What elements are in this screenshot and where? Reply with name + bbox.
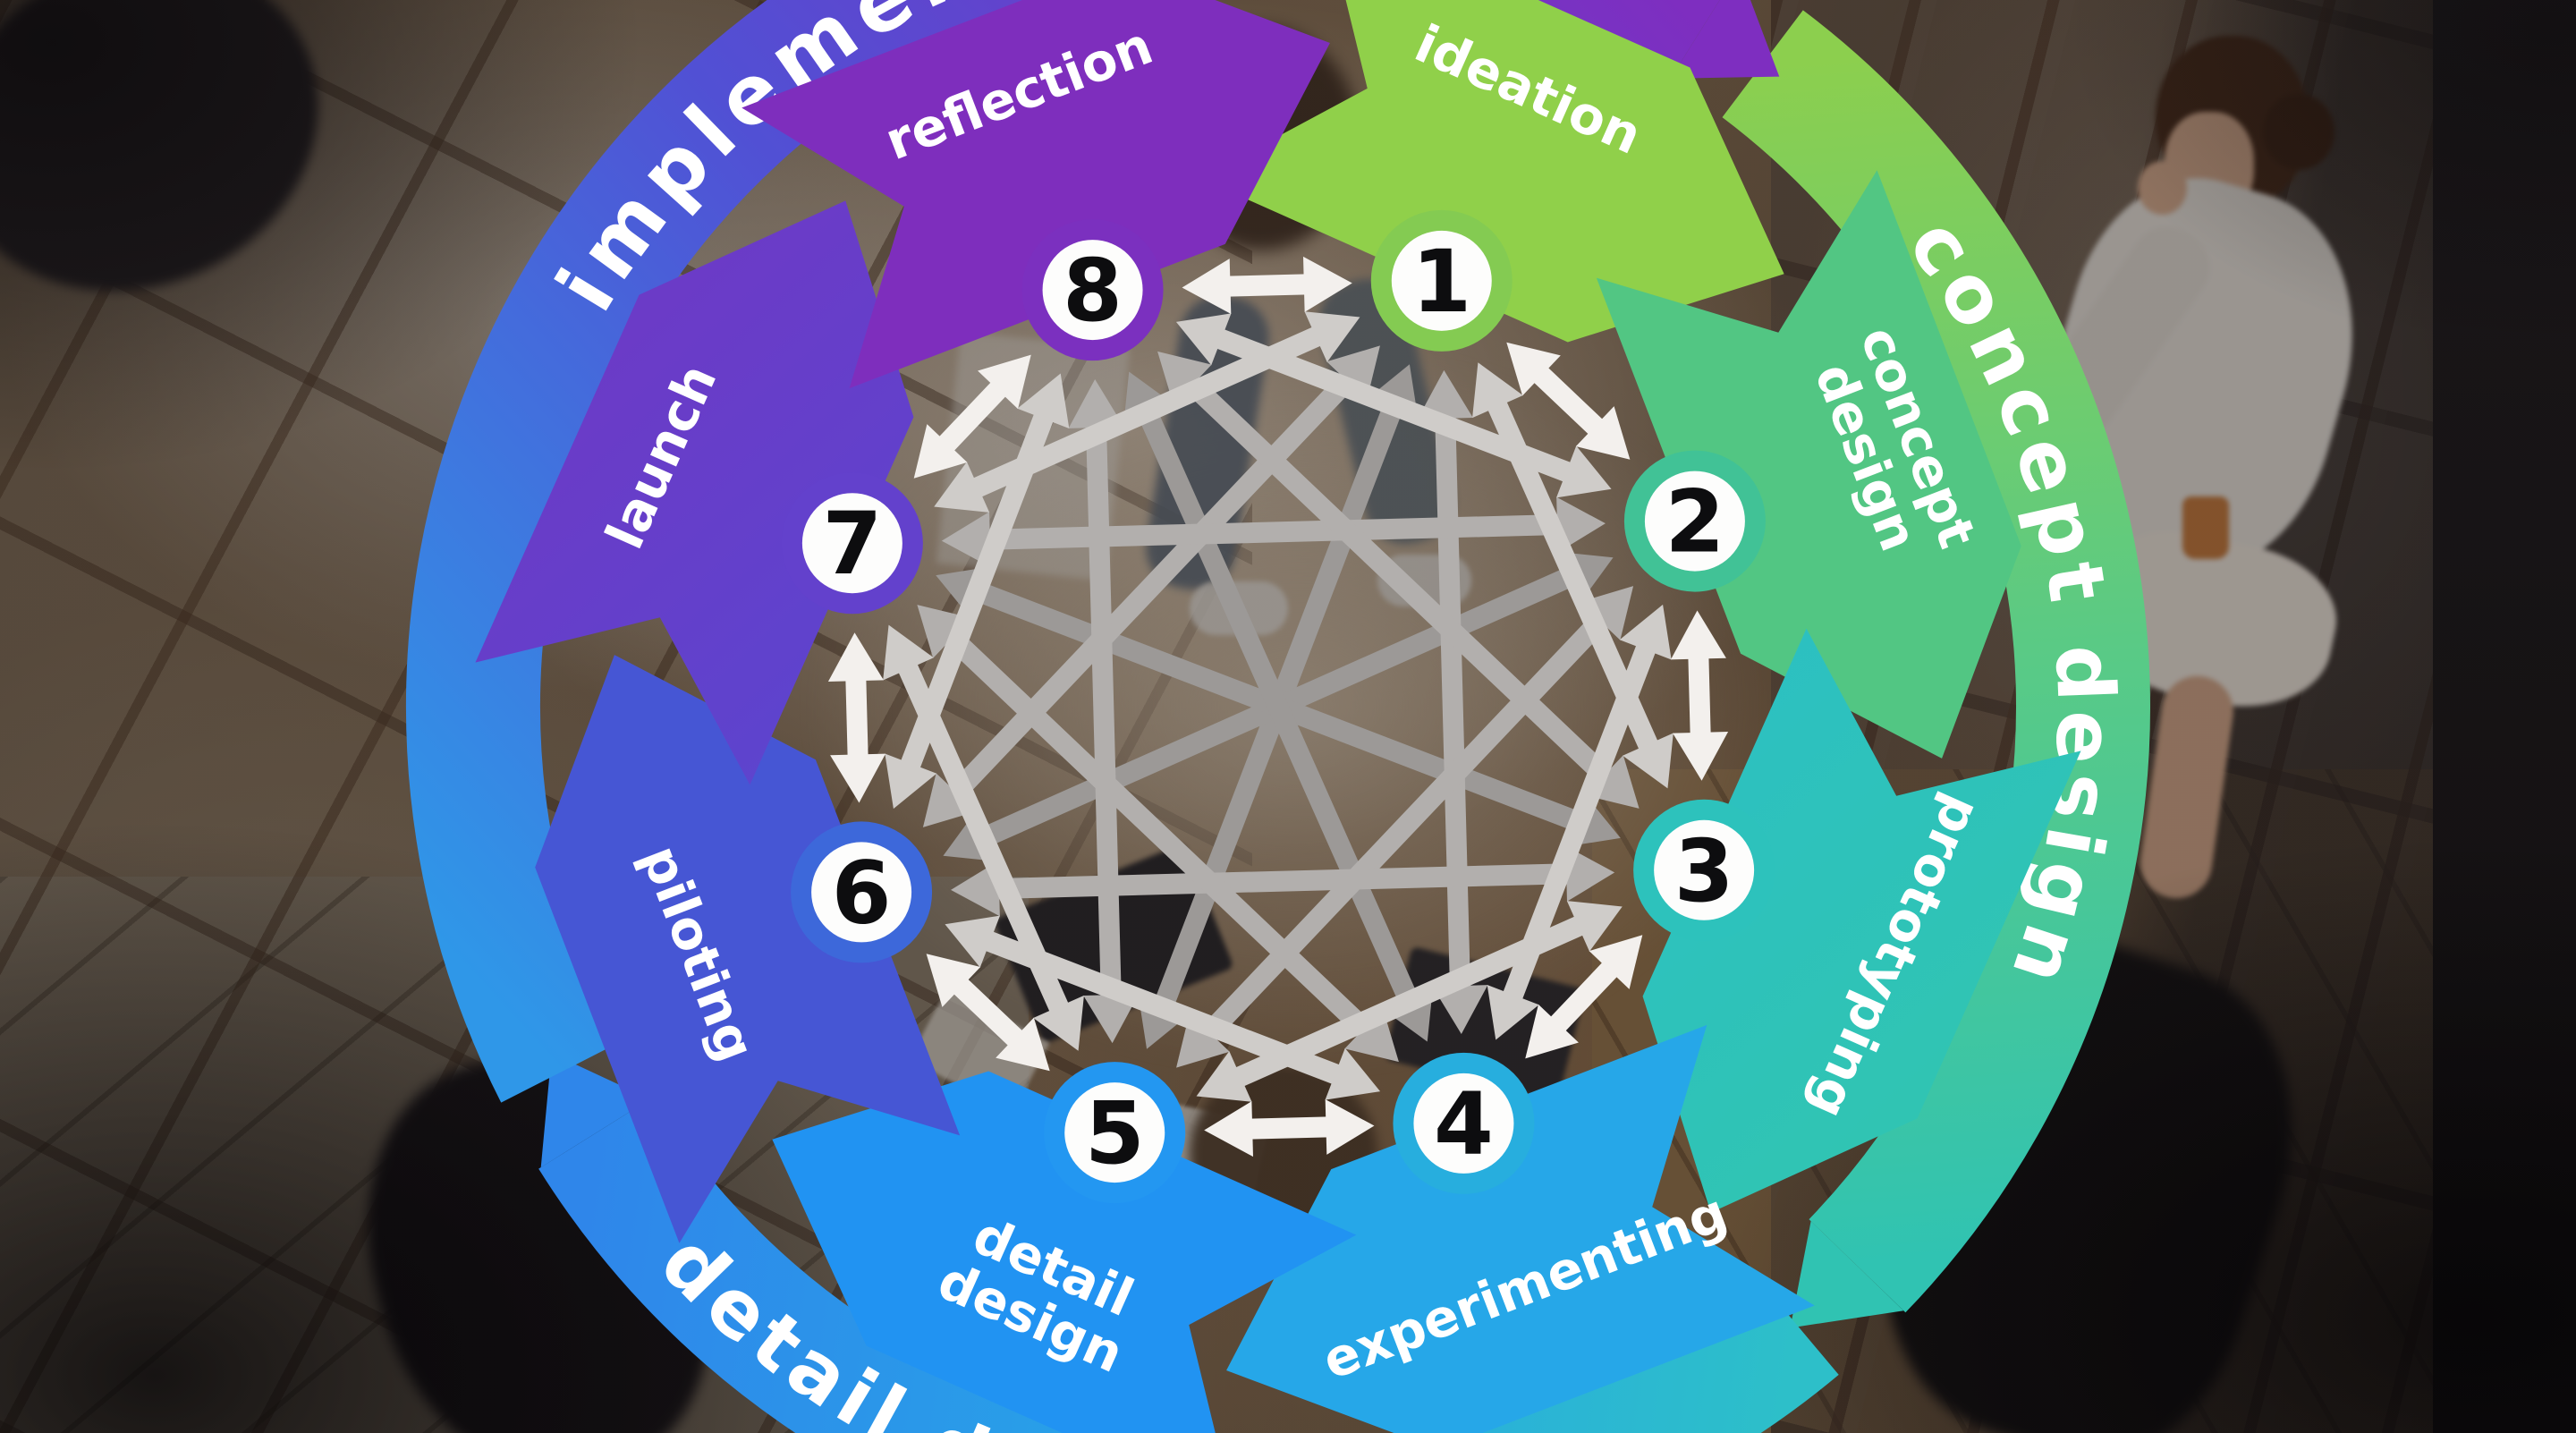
node-5-detail-design: 5 [1044,1062,1186,1204]
arrow-1-2 [1506,342,1631,460]
outer-ring-segment-concept-design [1722,10,2150,1313]
node-circle [1042,240,1143,341]
stage-chevron-detail-design [772,1071,1357,1433]
node-circle [1644,471,1745,572]
outer-ring-arrow-tip-implementation [1670,0,1780,79]
node-circle [811,842,912,943]
node-2-concept-design: 2 [1623,450,1766,592]
node-number: 6 [832,843,892,943]
node-7-launch: 7 [781,472,923,615]
arrow-3-6 [951,845,1615,917]
outer-ring-segment-implementation [406,0,1720,1103]
arrow-4-5 [1204,1098,1375,1157]
node-3-prototyping: 3 [1633,799,1775,941]
arrow-2-3 [1670,610,1729,781]
arrow-5-8 [1068,379,1140,1044]
arrow-3-4 [1525,935,1643,1059]
outer-ring-arrow-tip-concept-design [1790,1221,1904,1328]
stage-chevron-ideation [1199,0,1784,343]
node-4-experimenting: 4 [1393,1052,1535,1194]
node-number: 3 [1674,821,1734,921]
node-number: 2 [1665,472,1725,572]
node-number: 1 [1411,232,1471,332]
node-circle [1391,230,1492,331]
stage-chevron-experimenting [1226,1024,1815,1433]
arrow-6-8 [885,373,1070,810]
stage-chevron-prototyping [1642,628,2081,1213]
stage-chevron-piloting [535,655,961,1243]
node-circle [801,493,902,594]
stage-chevron-concept-design [1596,170,2021,759]
node-circle [1413,1073,1514,1174]
node-number: 8 [1063,241,1123,341]
node-number: 4 [1434,1074,1494,1174]
arrow-6-7 [827,632,886,803]
arrow-1-8 [1182,256,1352,315]
node-circle [1654,819,1755,920]
arrow-2-7 [941,496,1606,568]
arrow-2-8 [1175,313,1612,498]
arrow-2-4 [1487,604,1672,1040]
node-1-ideation: 1 [1370,209,1513,352]
node-8-reflection: 8 [1021,219,1164,361]
outer-ring-segment-detail-design [538,1098,1839,1433]
stage-chevron-reflection [741,0,1330,389]
node-number: 7 [822,494,882,594]
node-6-piloting: 6 [791,821,933,963]
arrow-4-6 [945,915,1381,1100]
outer-ring-arrow-tip-detail-design [540,1053,650,1168]
arrow-5-6 [926,954,1050,1072]
node-circle [1064,1082,1165,1183]
arrow-7-8 [913,354,1031,479]
stage-chevron-launch [475,200,914,785]
node-number: 5 [1085,1083,1145,1183]
arrow-1-4 [1417,369,1488,1034]
